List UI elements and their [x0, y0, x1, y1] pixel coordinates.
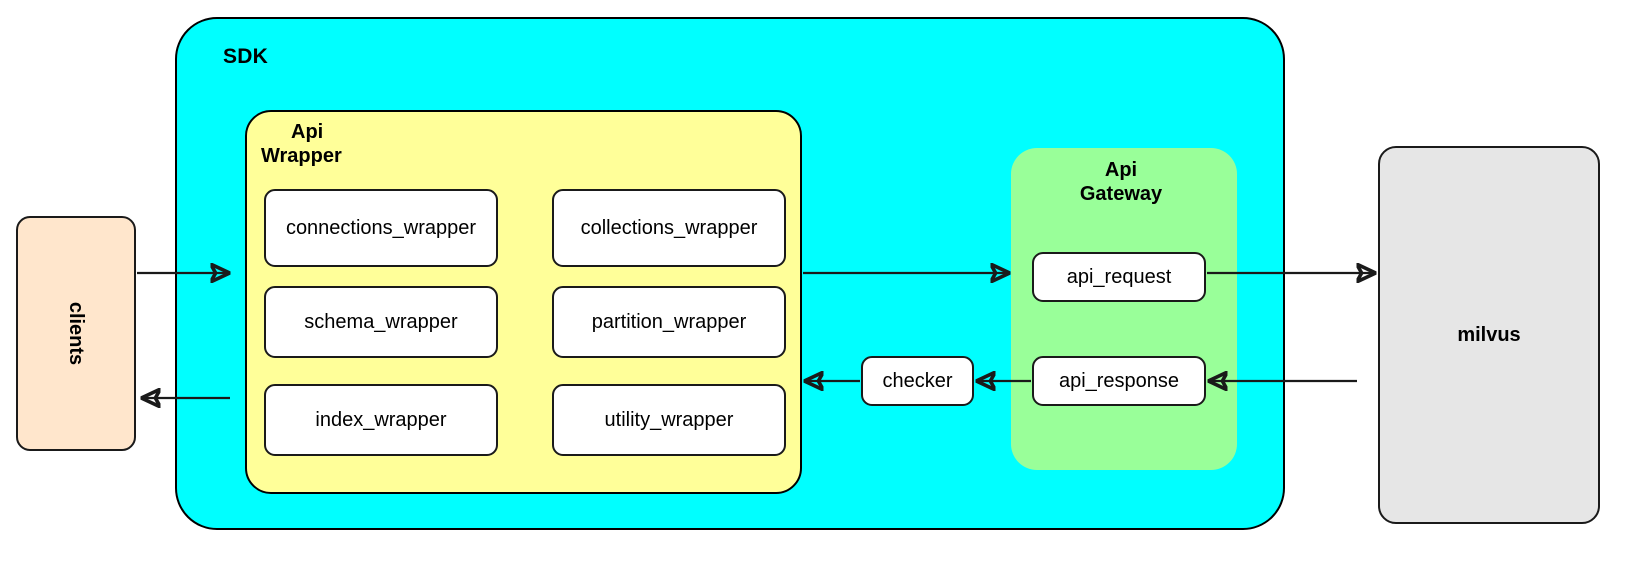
node-api-response[interactable]: api_response [1032, 356, 1206, 406]
api-gateway-label-line2: Gateway [1079, 183, 1163, 206]
clients-box[interactable]: clients [16, 216, 136, 451]
api-wrapper-label-line2: Wrapper [261, 145, 342, 168]
sdk-label: SDK [223, 45, 268, 68]
api-gateway-container: Api Gateway [1011, 148, 1237, 470]
api-gateway-label: Api Gateway [1031, 158, 1211, 207]
node-index-wrapper[interactable]: index_wrapper [264, 384, 498, 456]
clients-label: clients [65, 301, 88, 366]
node-partition-wrapper[interactable]: partition_wrapper [552, 286, 786, 358]
api-wrapper-label: Api Wrapper [261, 120, 411, 169]
api-wrapper-label-line1: Api [291, 121, 324, 143]
node-collections-wrapper[interactable]: collections_wrapper [552, 189, 786, 267]
node-connections-wrapper[interactable]: connections_wrapper [264, 189, 498, 267]
node-schema-wrapper[interactable]: schema_wrapper [264, 286, 498, 358]
milvus-box[interactable]: milvus [1378, 146, 1600, 524]
clients-label-wrap: clients [18, 218, 134, 449]
node-api-request[interactable]: api_request [1032, 252, 1206, 302]
node-checker[interactable]: checker [861, 356, 974, 406]
milvus-label: milvus [1457, 323, 1521, 346]
node-utility-wrapper[interactable]: utility_wrapper [552, 384, 786, 456]
milvus-label-wrap: milvus [1380, 148, 1598, 522]
api-gateway-label-line1: Api [1104, 159, 1138, 181]
